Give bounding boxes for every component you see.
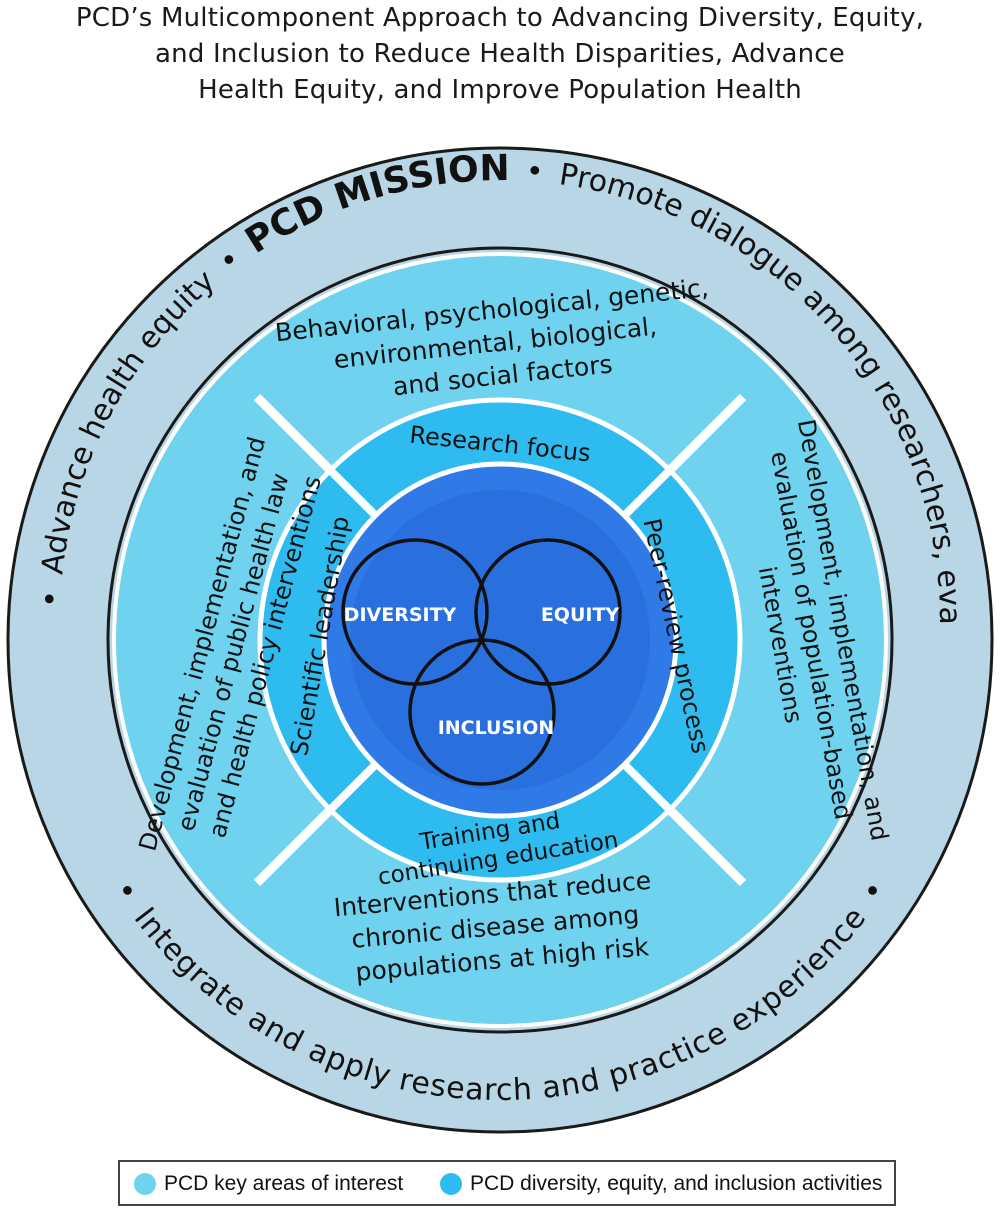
dei-dividers: [327, 467, 673, 813]
key-areas-swatch: [134, 1173, 156, 1195]
venn-equity-label: EQUITY: [541, 604, 620, 626]
venn-inclusion-label: INCLUSION: [438, 717, 555, 739]
core-inner-shade: [350, 490, 650, 790]
reduce-disparities-text: Reduce health disparities: [0, 0, 10, 8]
legend: PCD key areas of interest PCD diversity,…: [118, 1160, 896, 1206]
legend-label: PCD key areas of interest: [164, 1172, 404, 1195]
title-line: and Inclusion to Reduce Health Dispariti…: [155, 39, 845, 69]
venn-diversity-label: DIVERSITY: [344, 604, 457, 626]
title-line: PCD’s Multicomponent Approach to Advanci…: [75, 3, 925, 33]
legend-label: PCD diversity, equity, and inclusion act…: [470, 1172, 883, 1195]
bullet: •: [33, 589, 69, 608]
diagram-title: PCD’s Multicomponent Approach to Advanci…: [0, 0, 1000, 108]
title-line: Health Equity, and Improve Population He…: [198, 75, 802, 105]
dei-swatch: [440, 1173, 462, 1195]
bullet: •: [525, 154, 545, 190]
key-areas-ring-edge: [112, 252, 888, 1028]
mission-ring-inner-edge: [106, 246, 894, 1034]
venn-inclusion-circle: [408, 638, 556, 786]
legend-item-dei: PCD diversity, equity, and inclusion act…: [440, 1172, 882, 1196]
legend-item-key-areas: PCD key areas of interest: [134, 1172, 403, 1196]
